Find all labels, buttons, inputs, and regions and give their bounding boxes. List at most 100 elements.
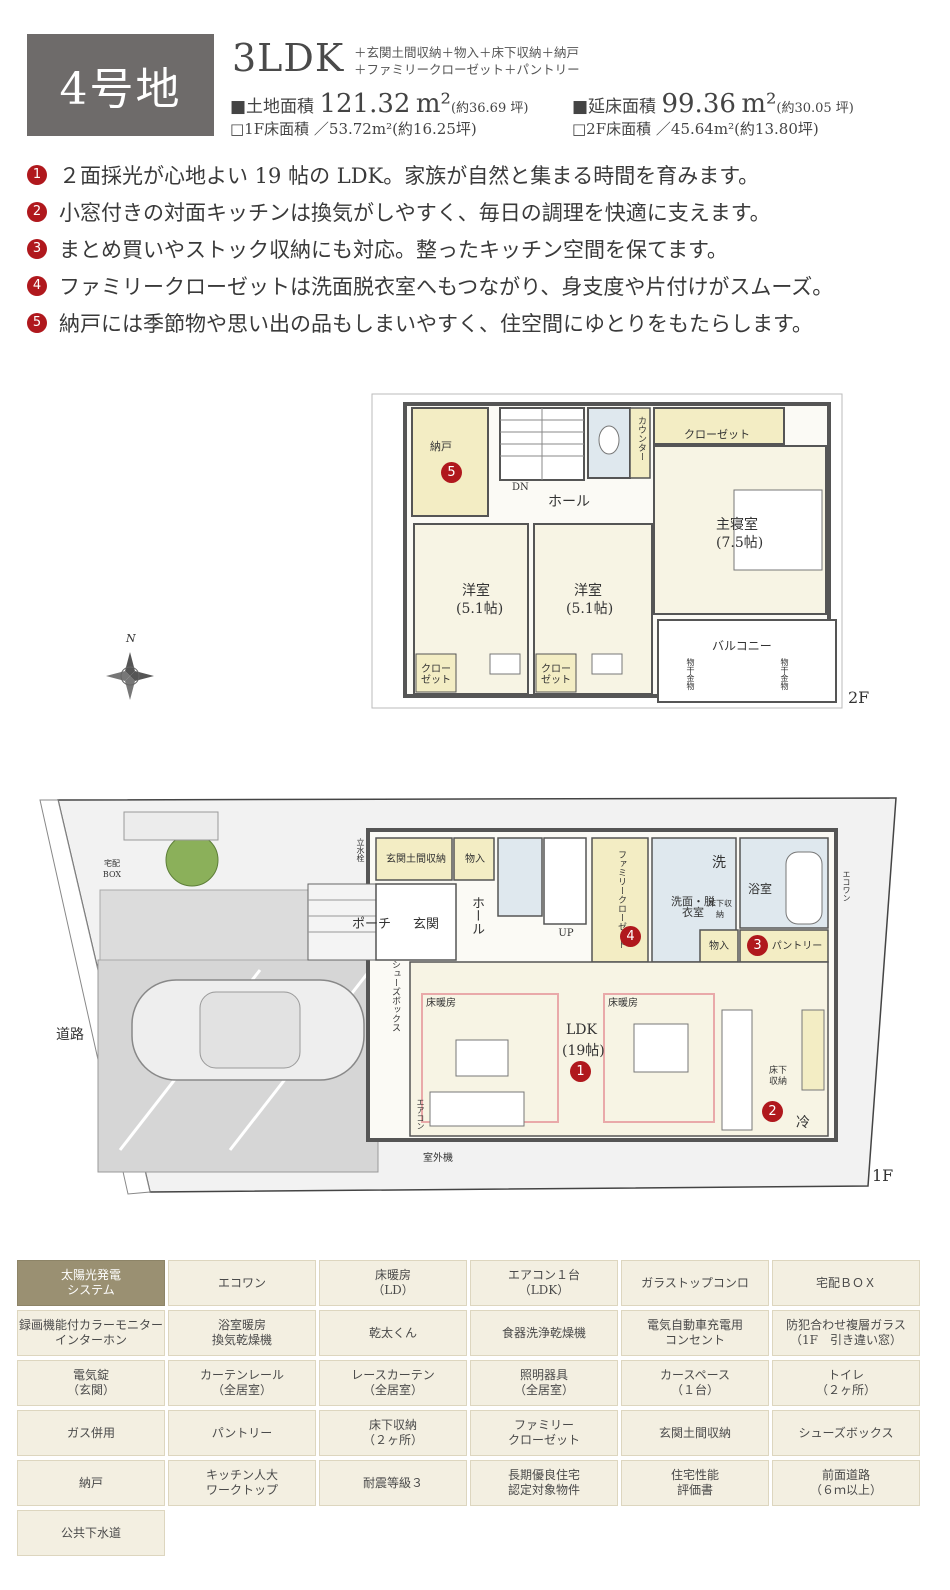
closet-small-1: クロー ゼット: [421, 664, 451, 686]
floor1-label: □1F床面積: [230, 120, 310, 138]
feature-item: 5 納戸には季節物や思い出の品もしまいやすく、住空間にゆとりをもたらします。: [27, 304, 942, 341]
western-room-2-size: (5.1帖): [566, 601, 614, 617]
storage-2-label: 物入: [709, 941, 729, 952]
feature-text: まとめ買いやストック収納にも対応。整ったキッチン空間を保てます。: [59, 237, 728, 262]
equipment-item: 食器洗浄乾燥機: [470, 1310, 618, 1356]
equipment-item: 浴室暖房 換気乾燥機: [168, 1310, 316, 1356]
extras-line-2: ＋ファミリークローゼット＋パントリー: [354, 62, 580, 77]
floor-tag-1f: 1F: [872, 1166, 894, 1185]
outdoor-unit-label: 室外機: [423, 1153, 453, 1164]
equipment-item: 住宅性能 評価書: [621, 1460, 769, 1506]
marker-3: 3: [747, 935, 768, 956]
equipment-item: キッチン人大 ワークトップ: [168, 1460, 316, 1506]
entrance-label: 玄関: [413, 917, 440, 932]
equipment-item: 前面道路 （６ｍ以上）: [772, 1460, 920, 1506]
floor2-label: □2F床面積: [572, 120, 652, 138]
equipment-item: トイレ （２ヶ所）: [772, 1360, 920, 1406]
equipment-item: レースカーテン （全居室）: [319, 1360, 467, 1406]
feature-text: 小窓付きの対面キッチンは換気がしやすく、毎日の調理を快適に支えます。: [59, 200, 771, 225]
equipment-item: 玄関土間収納: [621, 1410, 769, 1456]
equipment-item: カースペース （１台）: [621, 1360, 769, 1406]
land-area-tsubo: (約36.69 坪): [450, 101, 529, 116]
equipment-item: パントリー: [168, 1410, 316, 1456]
nando-label: 納戸: [430, 440, 452, 453]
floor1-area: □1F床面積 ／53.72m²(約16.25坪): [230, 118, 477, 139]
pantry-label: パントリー: [771, 941, 823, 952]
feature-number: 1: [27, 164, 47, 185]
porch-label: ポーチ: [352, 917, 392, 932]
floor-heating-1: 床暖房: [426, 998, 456, 1009]
equipment-item: 宅配ＢＯＸ: [772, 1260, 920, 1306]
floor1-value: ／53.72m²(約16.25坪): [313, 120, 477, 138]
feature-item: 4 ファミリークローゼットは洗面脱衣室へもつながり、身支度や片付けがスムーズ。: [27, 267, 942, 304]
marker-5: 5: [441, 462, 462, 483]
land-area-unit: m²: [415, 89, 451, 119]
feature-text: ２面採光が心地よい 19 帖の LDK。家族が自然と集まる時間を育みます。: [59, 163, 760, 188]
equipment-item: エアコン１台 （LDK）: [470, 1260, 618, 1306]
equipment-grid: 太陽光発電 システムエコワン床暖房 （LD）エアコン１台 （LDK）ガラストップ…: [17, 1260, 921, 1556]
equipment-item: 床暖房 （LD）: [319, 1260, 467, 1306]
balcony-label: バルコニー: [712, 639, 772, 653]
land-area: ■土地面積 121.32 m²(約36.69 坪): [230, 89, 528, 119]
equipment-item: シューズボックス: [772, 1410, 920, 1456]
master-bedroom-label: 主寝室: [716, 517, 758, 533]
lot-number: 4号地: [59, 64, 182, 115]
ecowan-label: エコワン: [842, 870, 851, 902]
equipment-item: 電気自動車充電用 コンセント: [621, 1310, 769, 1356]
feature-list: 1 ２面採光が心地よい 19 帖の LDK。家族が自然と集まる時間を育みます。 2…: [27, 156, 942, 341]
marker-4: 4: [620, 926, 641, 947]
underfloor-storage-1: 床下収納: [708, 899, 732, 919]
floor2-value: ／45.64m²(約13.80坪): [655, 120, 819, 138]
bath-label: 浴室: [748, 882, 773, 896]
extras: ＋玄関土間収納＋物入＋床下収納＋納戸 ＋ファミリークローゼット＋パントリー: [354, 44, 580, 78]
equipment-item: 電気錠 （玄関）: [17, 1360, 165, 1406]
feature-number: 5: [27, 312, 47, 333]
feature-number: 2: [27, 201, 47, 222]
floor-area: ■延床面積 99.36 m²(約30.05 坪): [572, 89, 854, 119]
western-room-1-label: 洋室: [462, 583, 490, 599]
storage-label: 物入: [465, 854, 485, 865]
compass-icon: [106, 652, 154, 700]
ldk-size: (19帖): [562, 1043, 605, 1059]
western-room-1-size: (5.1帖): [456, 601, 504, 617]
feature-item: 3 まとめ買いやストック収納にも対応。整ったキッチン空間を保てます。: [27, 230, 942, 267]
equipment-item: エコワン: [168, 1260, 316, 1306]
ldk-label: LDK: [566, 1022, 597, 1038]
washer-label: 洗: [712, 855, 726, 871]
floor-area-tsubo: (約30.05 坪): [776, 101, 854, 116]
western-room-2-label: 洋室: [574, 583, 602, 599]
master-bedroom-size: (7.5帖): [716, 535, 764, 551]
equipment-item: ファミリー クローゼット: [470, 1410, 618, 1456]
lot-number-box: 4号地: [27, 34, 214, 136]
clothes-hanger-2: 物干金物: [780, 658, 789, 690]
feature-text: ファミリークローゼットは洗面脱衣室へもつながり、身支度や片付けがスムーズ。: [59, 274, 834, 299]
floor-area-unit: m²: [741, 89, 777, 119]
underfloor-storage-2: 床下収納: [768, 1066, 787, 1087]
hall-1f-label: ホール: [469, 896, 484, 935]
entrance-storage-label: 玄関土間収納: [386, 854, 446, 865]
equipment-item: 照明器具 （全居室）: [470, 1360, 618, 1406]
aircon-label: エアコン: [416, 1098, 425, 1130]
floor-area-label: ■延床面積: [572, 97, 657, 117]
hall-2f-label: ホール: [548, 494, 590, 510]
counter-label: カウンター: [636, 416, 646, 461]
closet-small-2: クロー ゼット: [541, 664, 571, 686]
land-area-value: 121.32: [319, 89, 411, 119]
floor2-area: □2F床面積 ／45.64m²(約13.80坪): [572, 118, 819, 139]
feature-number: 4: [27, 275, 47, 296]
fridge-label: 冷: [796, 1115, 810, 1131]
closet-2f-label: クローゼット: [684, 428, 750, 441]
shoes-box-label: シューズボックス: [390, 960, 400, 1032]
equipment-item: 納戸: [17, 1460, 165, 1506]
equipment-item: 録画機能付カラーモニター インターホン: [17, 1310, 165, 1356]
equipment-item: 長期優良住宅 認定対象物件: [470, 1460, 618, 1506]
equipment-item: 乾太くん: [319, 1310, 467, 1356]
feature-number: 3: [27, 238, 47, 259]
floor-tag-2f: 2F: [848, 688, 870, 707]
equipment-item: ガス併用: [17, 1410, 165, 1456]
feature-text: 納戸には季節物や思い出の品もしまいやすく、住空間にゆとりをもたらします。: [59, 311, 813, 336]
faucet-label: 立水栓: [356, 838, 365, 862]
clothes-hanger-1: 物干金物: [686, 658, 695, 690]
delivery-box-label: 宅配BOX: [102, 859, 122, 879]
extras-line-1: ＋玄関土間収納＋物入＋床下収納＋納戸: [354, 45, 580, 60]
